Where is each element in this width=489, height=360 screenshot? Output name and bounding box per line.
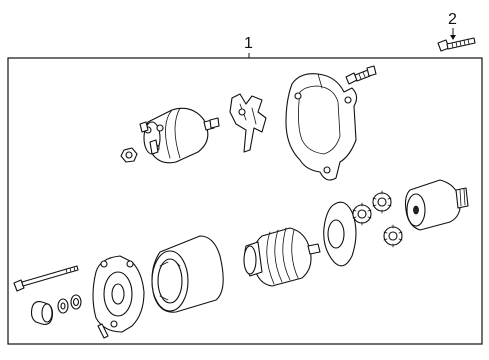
- solenoid: [139, 107, 220, 164]
- ring-2: [70, 294, 82, 310]
- planet-gear-3: [383, 224, 403, 248]
- ring-1: [57, 298, 69, 314]
- planet-gear-2: [372, 190, 392, 214]
- pinion-clutch: [404, 179, 469, 231]
- armature: [243, 227, 321, 287]
- through-bolt: [13, 265, 79, 292]
- callout-2-label: 2: [448, 11, 457, 28]
- end-frame: [92, 255, 145, 339]
- shift-lever: [229, 93, 267, 153]
- callout-1-label: 1: [244, 35, 253, 52]
- drive-housing: [285, 73, 358, 181]
- bolt-part-2: [437, 37, 476, 52]
- dust-cap: [30, 301, 54, 325]
- callout-2-arrowhead: [450, 35, 456, 40]
- field-yoke: [151, 235, 224, 313]
- small-bolt: [345, 65, 377, 85]
- nut: [120, 147, 138, 163]
- gear-cover-plate: [323, 201, 357, 267]
- planet-gear-1: [352, 202, 372, 226]
- assembly-frame: [7, 57, 483, 345]
